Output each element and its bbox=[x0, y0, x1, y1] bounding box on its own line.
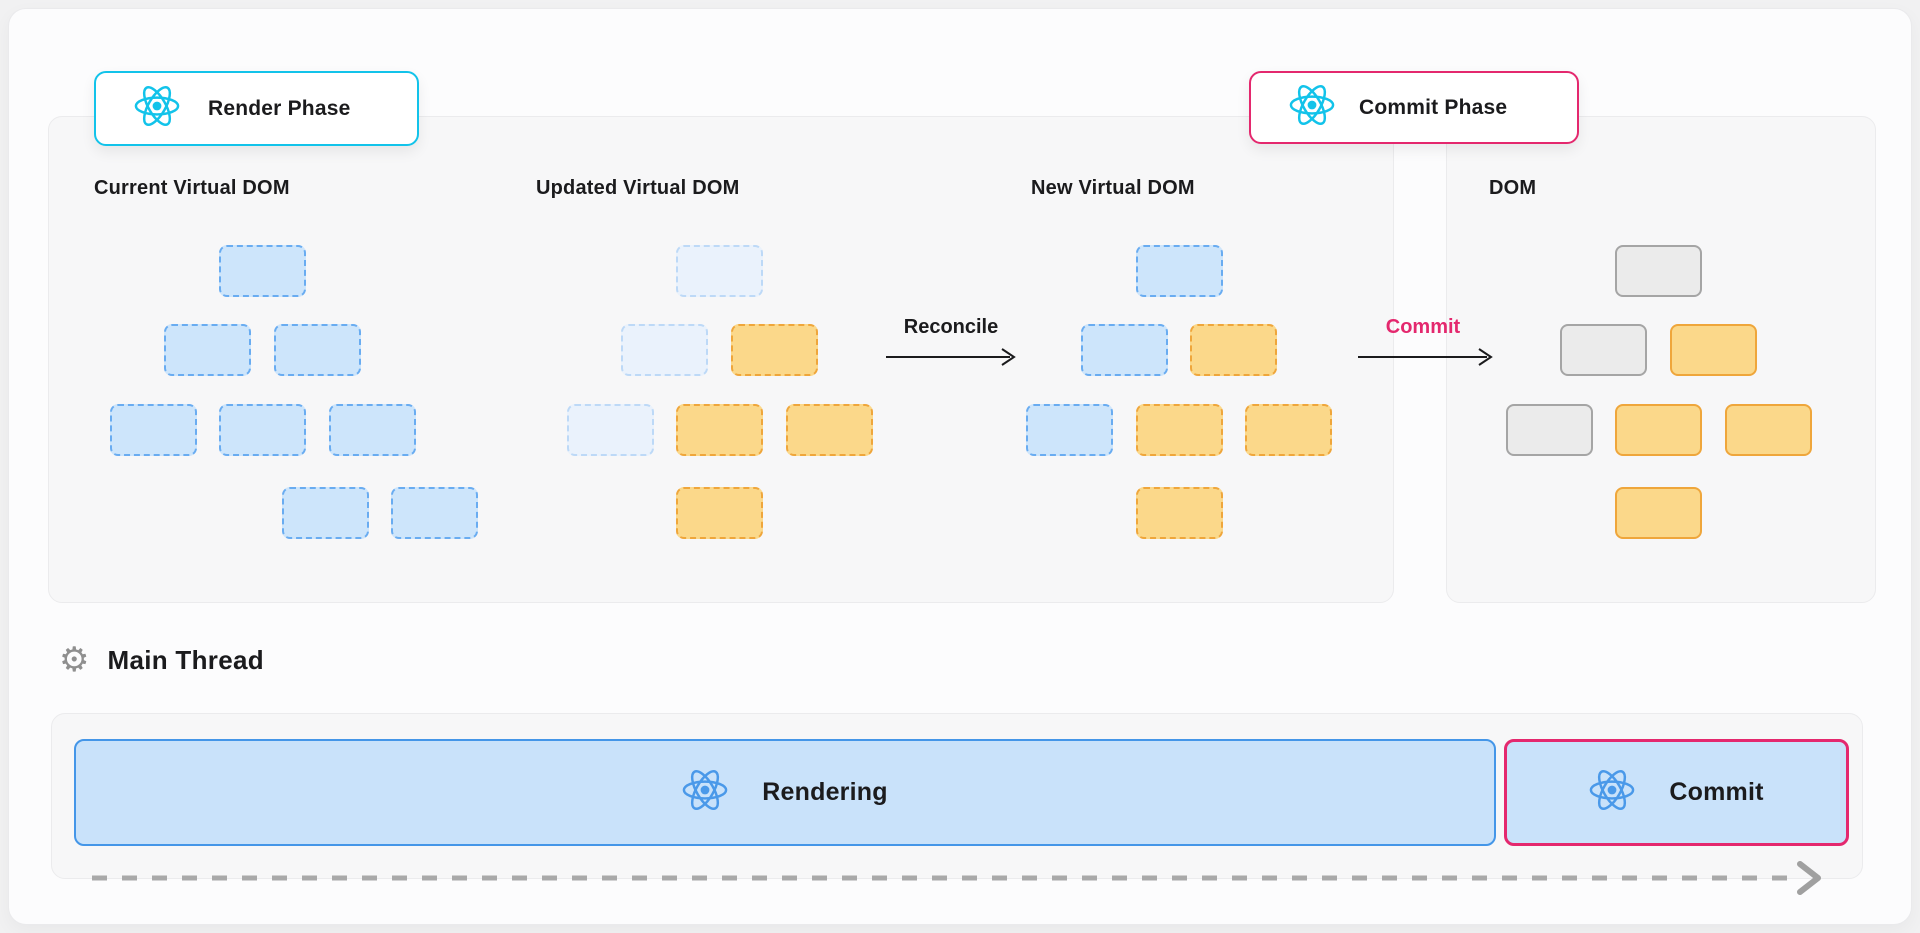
vdom-node-dom-0 bbox=[1615, 245, 1702, 297]
vdom-node-new-3m bbox=[1135, 487, 1223, 539]
reconcile-label: Reconcile bbox=[903, 316, 999, 338]
vdom-node-new-1l bbox=[1080, 324, 1168, 376]
react-icon bbox=[1589, 767, 1635, 818]
vdom-node-updated-1r bbox=[730, 324, 818, 376]
vdom-node-current-2m bbox=[219, 404, 306, 456]
vdom-node-updated-1l bbox=[621, 324, 709, 376]
vdom-node-dom-1l bbox=[1560, 324, 1648, 376]
tree-title-updated-vdom: Updated Virtual DOM bbox=[536, 177, 740, 199]
react-icon bbox=[134, 83, 180, 134]
render-phase-label: Render Phase bbox=[208, 96, 351, 120]
vdom-node-current-3b bbox=[391, 487, 478, 539]
commit-arrow-icon bbox=[1358, 348, 1493, 366]
vdom-node-updated-2l bbox=[566, 404, 654, 456]
gear-icon: ⚙ bbox=[59, 641, 90, 679]
vdom-node-updated-0 bbox=[676, 245, 763, 297]
commit-arrow-label: Commit bbox=[1385, 316, 1461, 338]
vdom-node-updated-2r bbox=[785, 404, 873, 456]
commit-bar-label: Commit bbox=[1669, 778, 1764, 806]
vdom-node-new-1r bbox=[1190, 324, 1278, 376]
vdom-node-new-2l bbox=[1026, 404, 1113, 456]
vdom-node-dom-1r bbox=[1669, 324, 1757, 376]
vdom-node-current-1l bbox=[164, 324, 252, 376]
diagram-card: Render Phase Commit Phase Current Virtua… bbox=[8, 8, 1912, 925]
tree-title-dom: DOM bbox=[1489, 177, 1537, 199]
render-phase-badge: Render Phase bbox=[94, 71, 419, 146]
react-icon bbox=[682, 767, 728, 818]
react-icon bbox=[1289, 82, 1335, 133]
vdom-node-updated-3m bbox=[676, 487, 763, 539]
vdom-node-dom-2l bbox=[1505, 404, 1593, 456]
reconcile-arrow-icon bbox=[886, 348, 1016, 366]
commit-phase-badge: Commit Phase bbox=[1249, 71, 1579, 144]
tree-title-new-vdom: New Virtual DOM bbox=[1031, 177, 1195, 199]
vdom-node-updated-2m bbox=[676, 404, 763, 456]
vdom-node-current-0 bbox=[219, 245, 306, 297]
main-thread-heading: ⚙ Main Thread bbox=[59, 643, 264, 677]
vdom-node-current-1r bbox=[273, 324, 361, 376]
commit-phase-label: Commit Phase bbox=[1359, 95, 1508, 119]
vdom-node-dom-2m bbox=[1615, 404, 1702, 456]
timeline-dashed-arrow-icon bbox=[92, 861, 1821, 895]
rendering-bar: Rendering bbox=[74, 739, 1496, 846]
vdom-node-current-3a bbox=[281, 487, 369, 539]
vdom-node-current-2r bbox=[328, 404, 416, 456]
vdom-node-dom-2r bbox=[1724, 404, 1812, 456]
vdom-node-current-2l bbox=[109, 404, 197, 456]
rendering-bar-label: Rendering bbox=[762, 778, 888, 806]
commit-bar: Commit bbox=[1504, 739, 1849, 846]
vdom-node-new-2r bbox=[1245, 404, 1332, 456]
vdom-node-new-0 bbox=[1135, 245, 1223, 297]
tree-title-current-vdom: Current Virtual DOM bbox=[94, 177, 290, 199]
vdom-node-new-2m bbox=[1135, 404, 1223, 456]
vdom-node-dom-3m bbox=[1615, 487, 1702, 539]
main-thread-label: Main Thread bbox=[107, 644, 264, 675]
